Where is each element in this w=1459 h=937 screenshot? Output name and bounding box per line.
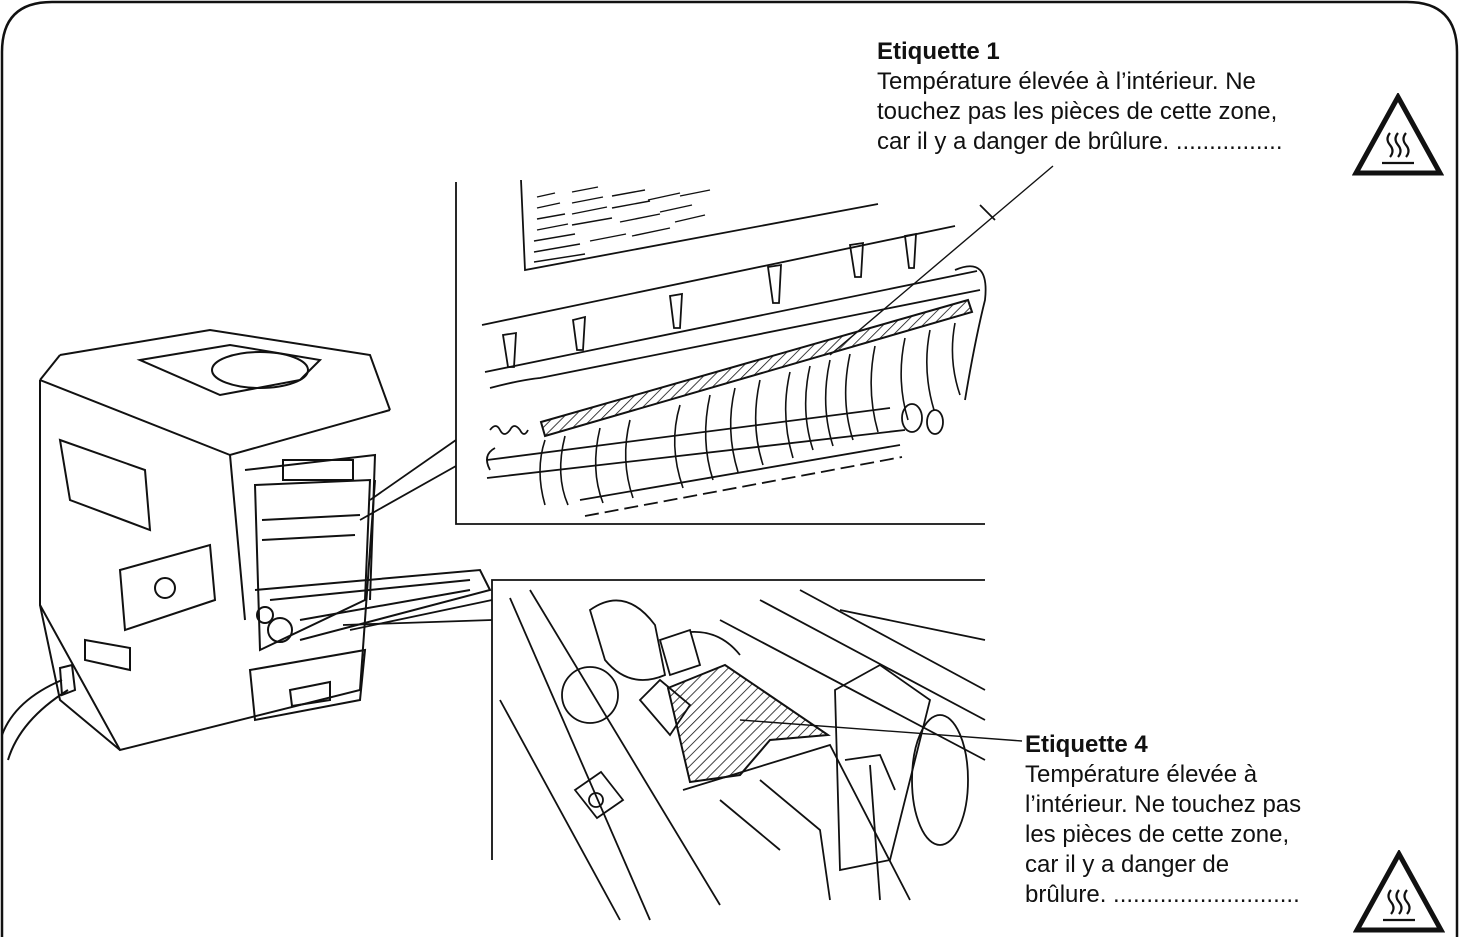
label-4-line-1: Température élevée à <box>1025 761 1258 788</box>
hot-strip-label-1 <box>539 298 974 438</box>
label-4-line-2: l’intérieur. Ne touchez pas <box>1025 791 1302 818</box>
upper-detail-view <box>455 179 996 525</box>
hot-surface-warning-icon <box>1353 850 1445 933</box>
label-4-line-4: car il y a danger de <box>1025 851 1230 878</box>
label-1-caption: Etiquette 1 Température élevée à l’intér… <box>877 37 1283 157</box>
hot-area-label-4 <box>666 663 831 784</box>
label-4-line-3: les pièces de cette zone, <box>1025 821 1290 848</box>
label-4-caption: Etiquette 4 Température élevée à l’intér… <box>1025 730 1301 910</box>
lower-detail-view <box>491 579 986 921</box>
callout-lines <box>342 165 1054 742</box>
label-1-line-3: car il y a danger de brûlure. ..........… <box>877 128 1283 155</box>
label-4-title: Etiquette 4 <box>1025 731 1148 758</box>
label-1-title: Etiquette 1 <box>877 38 1000 65</box>
printer-overview <box>1 328 492 761</box>
label-1-line-1: Température élevée à l’intérieur. Ne <box>877 68 1256 95</box>
label-1-line-2: touchez pas les pièces de cette zone, <box>877 98 1278 125</box>
hot-surface-warning-icon <box>1352 93 1444 176</box>
label-4-line-5: brûlure. ............................ <box>1025 881 1300 908</box>
